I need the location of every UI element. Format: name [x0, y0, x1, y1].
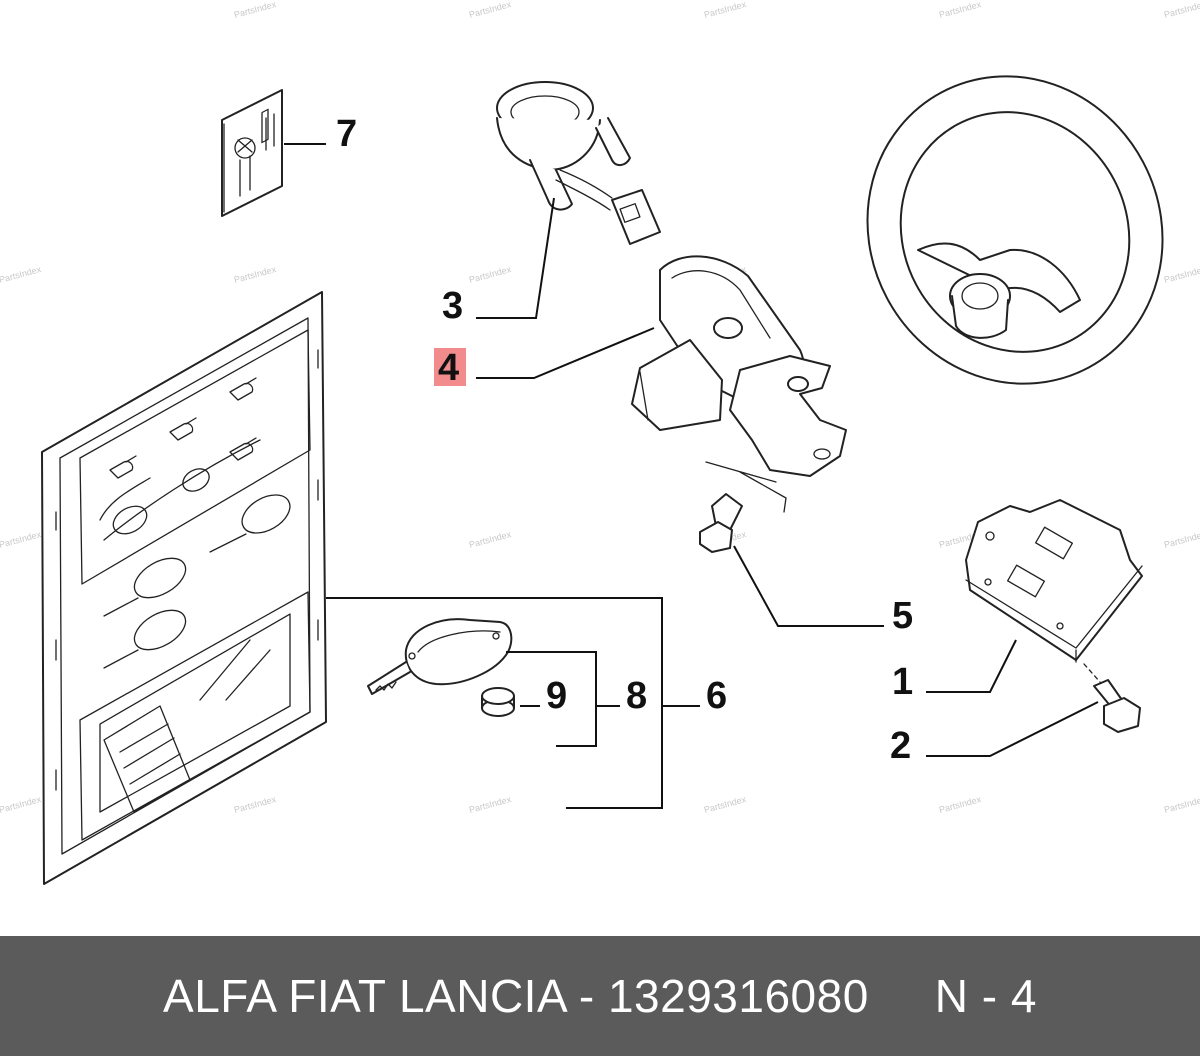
part-9-cap [481, 687, 515, 717]
watermark-text: PartsIndex [0, 529, 43, 550]
watermark-text: PartsIndex [468, 264, 513, 285]
watermark-text: PartsIndex [1163, 794, 1200, 815]
callout-6: 6 [706, 675, 727, 717]
section-marks [705, 461, 787, 513]
watermark-text: PartsIndex [233, 794, 278, 815]
watermark-text: PartsIndex [468, 794, 513, 815]
part-8-key [367, 618, 513, 695]
callout-numbers: 7 3 4 5 1 2 9 8 6 [336, 113, 913, 767]
watermark-text: PartsIndex [0, 264, 43, 285]
part-number-caption: ALFA FIAT LANCIA - 1329316080 [163, 970, 869, 1022]
watermark-text: PartsIndex [468, 529, 513, 550]
part-1-control-module [965, 499, 1143, 663]
watermark-text: PartsIndex [468, 0, 513, 20]
part-5-bolt [699, 493, 743, 553]
watermark-text: PartsIndex [1163, 264, 1200, 285]
watermark-text: PartsIndex [233, 0, 278, 20]
watermark-text: PartsIndex [938, 0, 983, 20]
callout-1: 1 [892, 661, 913, 703]
watermark-text: PartsIndex [938, 794, 983, 815]
watermark-text: PartsIndex [1163, 529, 1200, 550]
steering-wheel [866, 75, 1164, 385]
callout-5: 5 [892, 595, 913, 637]
part-4-lock-housing [631, 255, 847, 477]
callout-4-highlight [434, 348, 466, 386]
part-2-screw [1093, 679, 1141, 733]
callout-9: 9 [546, 675, 567, 717]
watermark-text: PartsIndex [703, 794, 748, 815]
part-3-ring-antenna [496, 81, 661, 245]
watermark-text: PartsIndex [1163, 0, 1200, 20]
footer-bar: ALFA FIAT LANCIA - 1329316080 N - 4 [0, 936, 1200, 1056]
page-reference: N - 4 [934, 970, 1037, 1022]
watermark-text: PartsIndex [0, 794, 43, 815]
callout-7: 7 [336, 113, 357, 155]
leader-lines [284, 143, 1099, 809]
part-7-code-card [221, 89, 283, 217]
callout-8: 8 [626, 675, 647, 717]
callout-3: 3 [442, 285, 463, 327]
watermark-text: PartsIndex [703, 0, 748, 20]
part-6-key-card-board [41, 291, 327, 885]
callout-2: 2 [890, 725, 911, 767]
parts-diagram: PartsIndex PartsIndex PartsIndex PartsIn… [0, 0, 1200, 885]
watermark-text: PartsIndex [233, 264, 278, 285]
callout-4: 4 [438, 347, 459, 389]
